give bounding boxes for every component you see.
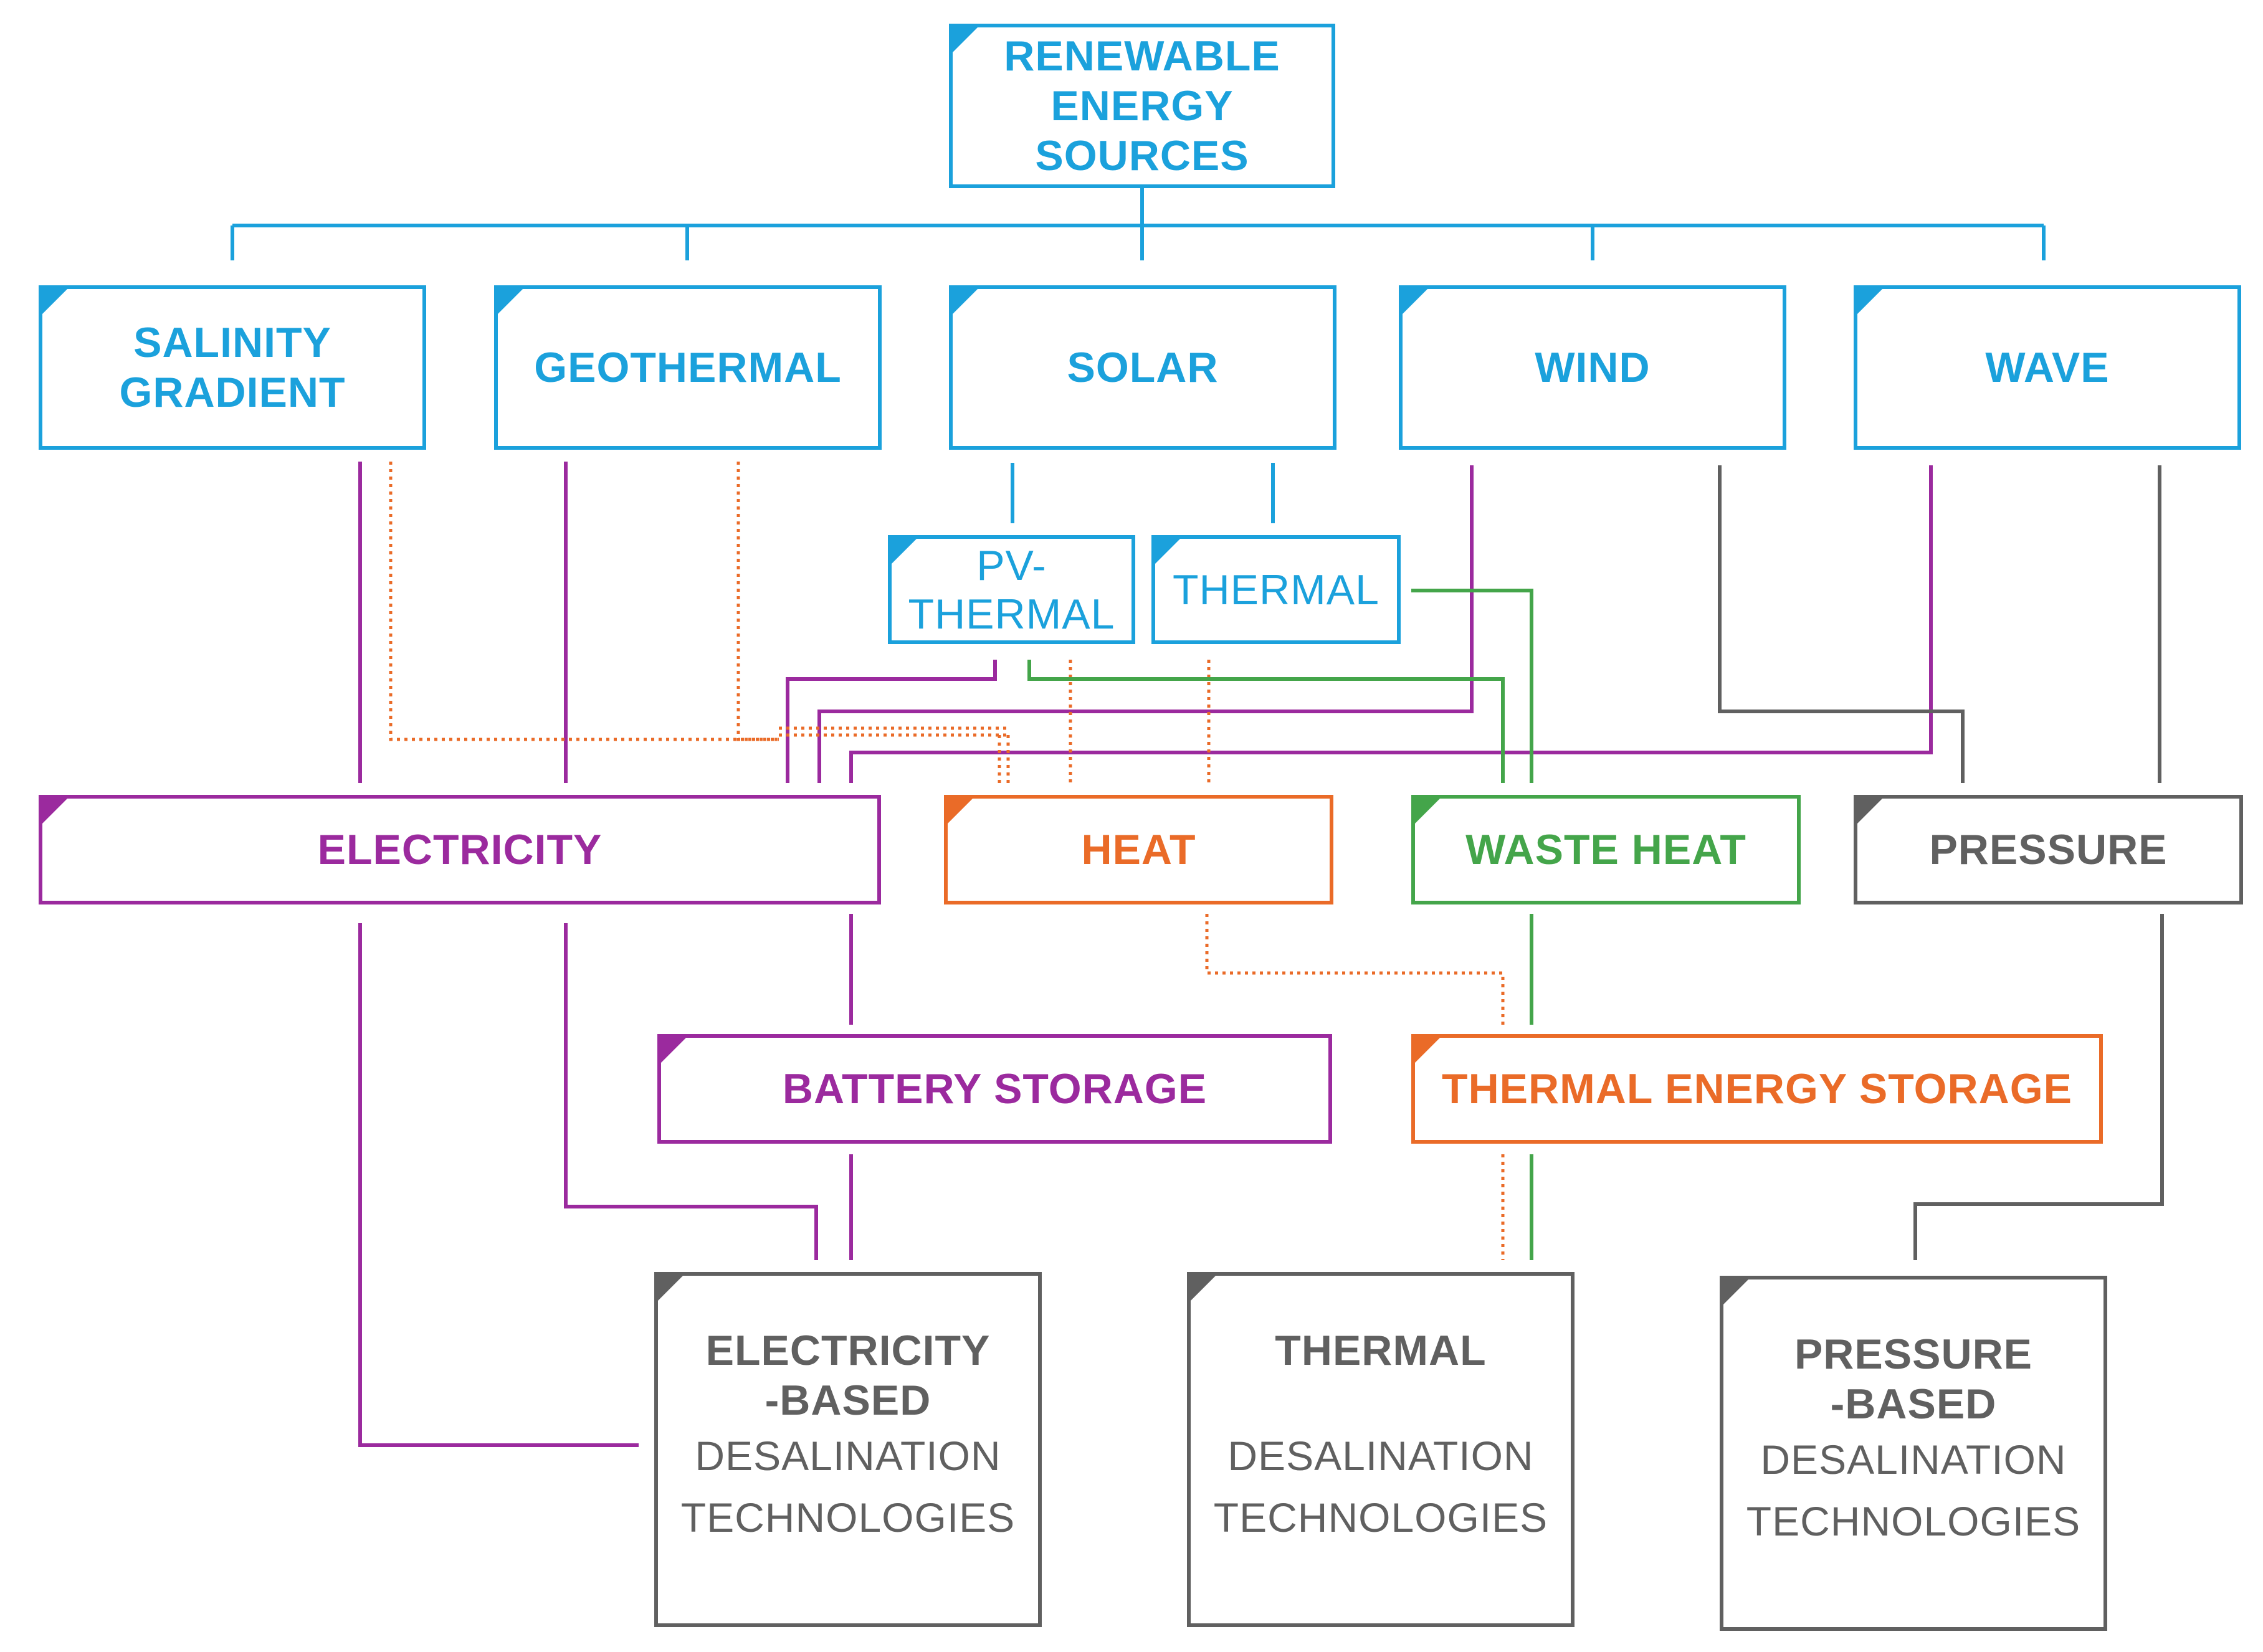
node-pv-thermal: PV-THERMAL (888, 535, 1135, 644)
battery-label: BATTERY STORAGE (782, 1065, 1208, 1113)
node-electricity-based-tech: ELECTRICITY -BASED DESALINATION TECHNOLO… (654, 1272, 1042, 1627)
corner-marker (951, 288, 979, 315)
source-connectors (231, 188, 2046, 523)
pv-to-electricity (786, 660, 997, 783)
solar-thermal-label: THERMAL (1173, 566, 1379, 614)
corner-marker (890, 538, 918, 565)
thermal-tech-spacer (1374, 1375, 1387, 1425)
node-thermal-tech: THERMAL DESALINATION TECHNOLOGIES (1187, 1272, 1575, 1627)
pv-thermal-label: PV-THERMAL (908, 541, 1115, 638)
corner-marker (657, 1275, 684, 1302)
node-waste-heat: WASTE HEAT (1411, 795, 1801, 904)
corner-marker (1401, 288, 1429, 315)
elec-tech-line2: -BASED (765, 1377, 931, 1425)
pv-to-waste-heat (1027, 660, 1505, 783)
corner-marker (41, 288, 69, 315)
corner-marker (41, 797, 69, 825)
heat-to-tes-dotted (1205, 914, 1505, 1025)
node-heat: HEAT (944, 795, 1333, 904)
corner-marker (1189, 1275, 1217, 1302)
pressure-tech-line4: TECHNOLOGIES (1746, 1498, 2081, 1545)
corner-marker (1154, 538, 1181, 565)
pressure-tech-line3: DESALINATION (1760, 1436, 2067, 1483)
node-thermal-energy-storage: THERMAL ENERGY STORAGE (1411, 1034, 2103, 1144)
heat-connectors (389, 462, 1505, 1260)
node-battery-storage: BATTERY STORAGE (657, 1034, 1332, 1144)
corner-marker (951, 26, 979, 54)
node-pressure-based-tech: PRESSURE -BASED DESALINATION TECHNOLOGIE… (1720, 1276, 2107, 1631)
elec-tech-line1: ELECTRICITY (705, 1327, 991, 1374)
heat-label: HEAT (1081, 825, 1196, 873)
wave-label: WAVE (1985, 343, 2110, 391)
waste-heat-connectors (1027, 589, 1533, 1260)
electricity-connectors (358, 462, 1933, 1447)
wave-to-electricity (849, 465, 1933, 783)
root-title-line2: ENERGY SOURCES (1035, 82, 1249, 180)
node-solar-thermal: THERMAL (1151, 535, 1401, 644)
node-pressure: PRESSURE (1854, 795, 2243, 904)
elec-tech-line3: DESALINATION (695, 1433, 1001, 1479)
solar-label: SOLAR (1067, 343, 1219, 391)
wind-to-pressure (1718, 465, 1965, 783)
corner-marker (1414, 797, 1441, 825)
corner-marker (497, 288, 524, 315)
geothermal-heat-dotted (736, 462, 779, 741)
waste-heat-label: WASTE HEAT (1465, 825, 1746, 873)
corner-marker (660, 1037, 687, 1064)
salinity-heat-dotted (389, 462, 779, 741)
thermal-tech-line3: DESALINATION (1227, 1433, 1534, 1479)
electricity-via-tech-b (358, 923, 639, 1447)
pressure-label: PRESSURE (1929, 825, 2168, 873)
node-wave: WAVE (1854, 285, 2241, 450)
node-salinity-gradient: SALINITY GRADIENT (39, 285, 426, 450)
root-title-line1: RENEWABLE (1004, 32, 1280, 80)
salinity-label: SALINITY GRADIENT (119, 318, 346, 416)
pressure-connectors (1718, 465, 2164, 1260)
node-geothermal: GEOTHERMAL (494, 285, 882, 450)
electricity-label: ELECTRICITY (317, 825, 603, 873)
node-solar: SOLAR (949, 285, 1336, 450)
tes-label: THERMAL ENERGY STORAGE (1442, 1065, 2072, 1113)
thermal-to-waste-heat (1411, 589, 1533, 783)
corner-marker (1722, 1278, 1750, 1306)
node-wind: WIND (1399, 285, 1786, 450)
node-renewable-energy-sources: RENEWABLE ENERGY SOURCES (949, 24, 1335, 188)
wind-to-electricity (817, 465, 1474, 783)
corner-marker (1856, 288, 1884, 315)
electricity-via-tech-a (564, 923, 818, 1260)
elec-tech-line4: TECHNOLOGIES (680, 1494, 1016, 1541)
thermal-tech-line1: THERMAL (1275, 1327, 1487, 1374)
pressure-tech-line1: PRESSURE (1794, 1331, 2033, 1378)
corner-marker (1856, 797, 1884, 825)
corner-marker (946, 797, 974, 825)
geothermal-label: GEOTHERMAL (534, 343, 842, 391)
pressure-to-tech (1913, 914, 2164, 1260)
corner-marker (1414, 1037, 1441, 1064)
thermal-tech-line4: TECHNOLOGIES (1213, 1494, 1548, 1541)
pressure-tech-line2: -BASED (1830, 1380, 1997, 1428)
node-electricity: ELECTRICITY (39, 795, 881, 904)
wind-label: WIND (1535, 343, 1651, 391)
